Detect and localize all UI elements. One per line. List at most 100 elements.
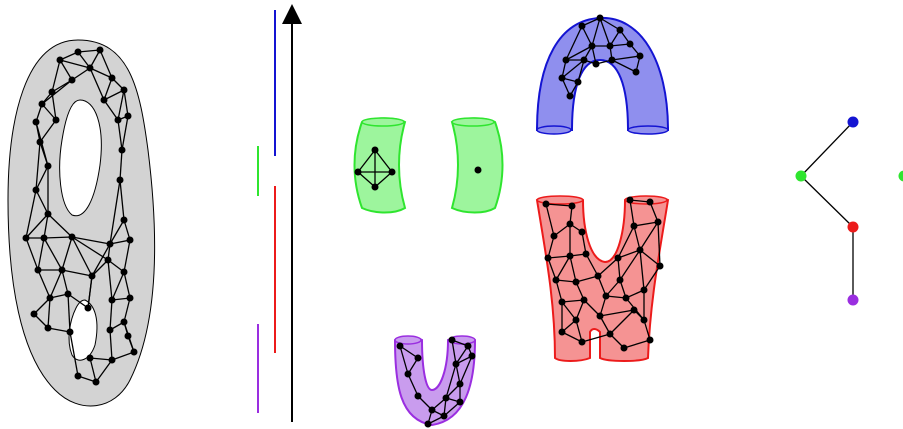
graph-edge <box>33 297 51 315</box>
graph-vertex <box>58 266 66 274</box>
graph-edge <box>91 243 111 277</box>
graph-edge <box>71 236 111 245</box>
graph-vertex <box>632 68 640 76</box>
graph-vertex <box>130 348 138 356</box>
graph-vertex <box>558 328 566 336</box>
reeb-node-green <box>795 170 807 182</box>
graph-edge <box>577 59 585 83</box>
graph-edge <box>599 17 621 31</box>
graph-vertex <box>66 328 74 336</box>
graph-vertex <box>74 372 82 380</box>
graph-edge <box>51 59 61 93</box>
graph-edge <box>407 373 419 397</box>
graph-edge <box>35 189 49 215</box>
graph-vertex <box>456 398 464 406</box>
green-left-graph <box>354 146 396 191</box>
reeb-graph <box>795 116 903 306</box>
graph-edge <box>67 293 89 309</box>
graph-vertex <box>100 96 108 104</box>
graph-vertex <box>84 304 92 312</box>
graph-edge <box>599 309 635 317</box>
red-graph <box>542 196 664 352</box>
graph-edge <box>99 49 113 79</box>
graph-edge <box>547 257 557 281</box>
graph-edge <box>39 119 57 143</box>
graph-vertex <box>616 26 624 34</box>
graph-vertex <box>38 100 46 108</box>
graph-edge <box>581 333 611 343</box>
graph-edge <box>109 179 121 245</box>
graph-edge <box>119 149 123 181</box>
blue-arch <box>535 14 670 135</box>
reeb-node-purple <box>847 294 859 306</box>
graph-edge <box>47 213 73 238</box>
graph-edge <box>569 255 577 283</box>
graph-edge <box>37 237 45 271</box>
graph-vertex <box>88 272 96 280</box>
graph-vertex <box>572 316 580 324</box>
graph-edge <box>445 363 457 399</box>
graph-edge <box>49 269 63 299</box>
graph-vertex <box>92 378 100 386</box>
graph-vertex <box>636 52 644 60</box>
graph-edge <box>37 269 51 299</box>
blue-right-rim <box>627 125 669 135</box>
reeb-edge-green-blue <box>800 121 854 177</box>
graph-edge <box>35 165 49 191</box>
graph-edge <box>565 25 583 61</box>
graph-edge <box>545 203 573 207</box>
graph-edge <box>575 299 585 321</box>
graph-vertex <box>646 336 654 344</box>
surface-outline <box>7 39 156 407</box>
graph-edge <box>623 339 651 349</box>
graph-edge <box>89 67 113 79</box>
graph-edge <box>561 59 585 79</box>
purple-u-piece <box>393 335 477 428</box>
graph-vertex <box>636 246 644 254</box>
graph-edge <box>25 189 37 239</box>
purple-graph <box>396 336 476 428</box>
graph-vertex <box>596 312 604 320</box>
graph-edge <box>89 67 105 101</box>
graph-edge <box>581 231 587 255</box>
graph-vertex <box>448 336 456 344</box>
graph-vertex <box>592 60 600 68</box>
green-right-vertex <box>474 166 482 174</box>
graph-vertex <box>580 56 588 64</box>
reeb-node-red <box>847 221 859 233</box>
graph-vertex <box>120 86 128 94</box>
graph-edge <box>25 213 49 239</box>
graph-vertex <box>86 354 94 362</box>
graph-vertex <box>626 40 634 48</box>
green-left-piece <box>353 117 407 214</box>
graph-edge <box>111 271 125 301</box>
graph-edge <box>565 45 593 61</box>
graph-edge <box>643 265 661 291</box>
graph-vertex <box>424 420 432 428</box>
graph-vertex <box>544 254 552 262</box>
graph-vertex <box>468 352 476 360</box>
graph-edge <box>633 221 659 227</box>
graph-edge <box>619 249 641 281</box>
graph-edge <box>109 329 113 361</box>
graph-edge <box>617 225 635 259</box>
blue-left-rim <box>536 125 572 135</box>
graph-vertex <box>34 266 42 274</box>
graph-edge <box>459 355 473 385</box>
graph-edge <box>47 297 51 329</box>
graph-edge <box>59 59 91 69</box>
upper-hole <box>59 99 102 217</box>
graph-edge <box>25 237 39 271</box>
graph-edge <box>111 351 135 361</box>
graph-edge <box>121 115 129 151</box>
graph-vertex <box>126 236 134 244</box>
graph-vertex <box>64 290 72 298</box>
graph-vertex <box>574 78 582 86</box>
green-right-top-rim <box>451 117 495 127</box>
graph-edge <box>123 239 131 273</box>
graph-edge <box>43 237 63 271</box>
graph-vertex <box>614 254 622 262</box>
graph-edge <box>611 55 641 61</box>
graph-vertex <box>428 406 436 414</box>
